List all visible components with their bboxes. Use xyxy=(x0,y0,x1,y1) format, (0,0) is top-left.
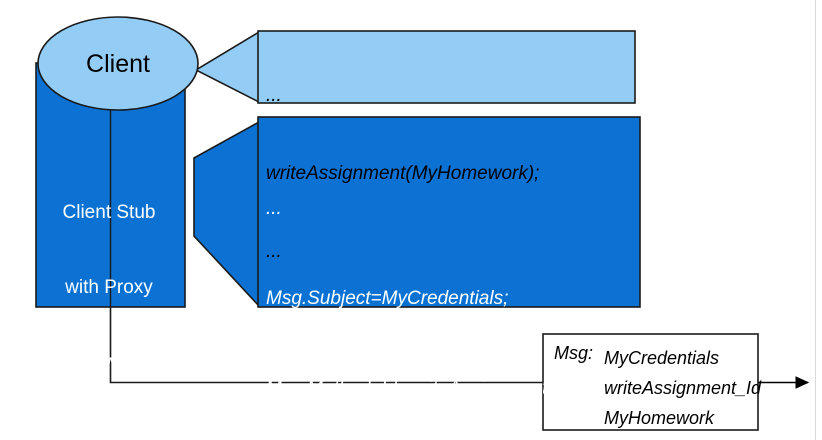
application-callout-tail xyxy=(194,30,260,104)
stub-callout-tail xyxy=(193,120,260,309)
message-value-params: MyHomework xyxy=(604,408,715,428)
client-ellipse xyxy=(37,16,199,111)
message-box xyxy=(542,333,759,431)
stub-code-line-1: ... xyxy=(266,198,282,219)
outgoing-arrow-head xyxy=(795,376,810,389)
application-callout-code: ... writeAssignment(MyHomework); ... xyxy=(266,31,539,317)
stub-code-line-2: Msg.Subject=MyCredentials; xyxy=(266,288,509,309)
application-code-line-3: ... xyxy=(266,241,282,262)
message-box-label: Msg: xyxy=(554,343,594,363)
message-value-method-id: writeAssignment_Id xyxy=(604,378,762,398)
client-stub-label: Client Stub with Proxy (here without PEP… xyxy=(24,150,194,440)
message-box-values: MyCredentials writeAssignment_Id MyHomew… xyxy=(604,343,761,433)
client-stub-label-line-3: (here without xyxy=(54,352,164,373)
application-callout-box xyxy=(257,30,636,104)
stub-code-line-3: Msg.Method_Id=writeAssignment_Id; xyxy=(266,378,580,399)
client-stub-label-line-4: PEP and PDP) xyxy=(46,427,172,440)
application-code-line-2: writeAssignment(MyHomework); xyxy=(266,163,540,184)
client-stub-label-line-1: Client Stub xyxy=(62,202,156,223)
application-code-line-1: ... xyxy=(266,85,282,106)
client-node-label: Client xyxy=(86,50,150,78)
stub-callout-code: ... Msg.Subject=MyCredentials; Msg.Metho… xyxy=(266,134,579,440)
stub-callout-box xyxy=(257,116,641,308)
message-value-subject: MyCredentials xyxy=(604,348,720,368)
client-stub-label-line-2: with Proxy xyxy=(65,277,153,298)
